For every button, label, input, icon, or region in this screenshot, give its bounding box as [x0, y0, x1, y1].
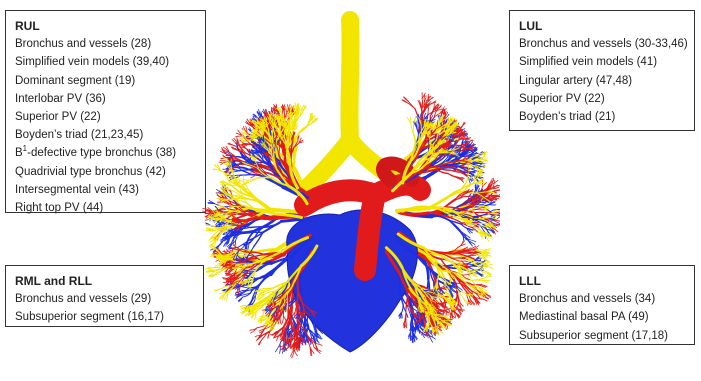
rml-rll-item: Subsuperior segment (16,17) [15, 308, 195, 326]
rul-title: RUL [15, 17, 197, 35]
vessel-branch [239, 170, 250, 171]
lul-title: LUL [519, 17, 686, 35]
lul-item: Boyden’s triad (21) [519, 108, 686, 126]
rul-item: Superior PV (22) [15, 108, 197, 126]
vessel-branch [406, 319, 407, 328]
vessel-branch [241, 175, 252, 176]
rul-item: Bronchus and vessels (28) [15, 35, 197, 53]
rul-item: Right top PV (44) [15, 199, 197, 217]
lul-item: Bronchus and vessels (30-33,46) [519, 35, 686, 53]
lll-title: LLL [519, 272, 686, 290]
vessel-branch [299, 126, 307, 132]
vessel-branch [305, 311, 306, 317]
vessel-branch [307, 316, 308, 327]
rul-box: RUL Bronchus and vessels (28) Simplified… [5, 10, 206, 213]
rml-rll-box: RML and RLL Bronchus and vessels (29) Su… [5, 265, 204, 327]
vessel-branch [284, 105, 285, 112]
vessel-branch [434, 104, 435, 109]
vessel-branch [458, 228, 463, 235]
b1-prefix: B [15, 147, 23, 159]
lll-item: Mediastinal basal PA (49) [519, 308, 686, 326]
vessel-branch [283, 316, 286, 323]
vessel-branch [219, 215, 226, 216]
vessel-branch [275, 344, 280, 352]
b1-text: -defective type bronchus (38) [27, 147, 176, 159]
vessel-branch [484, 249, 491, 250]
lll-box: LLL Bronchus and vessels (34) Mediastina… [509, 265, 695, 345]
vessel-branch [242, 305, 248, 306]
vessel-branch [251, 328, 258, 333]
lul-item: Superior PV (22) [519, 90, 686, 108]
vessel-branch [282, 316, 284, 324]
vessel-branch [472, 270, 477, 271]
vessel-branch [206, 268, 214, 270]
vessel-branch [435, 110, 441, 111]
lung-model-illustration [200, 0, 500, 381]
vessel-branch [250, 227, 263, 228]
rml-rll-title: RML and RLL [15, 272, 195, 290]
vessel-branch [257, 291, 264, 292]
vessel-branch [408, 103, 415, 109]
vessel-branch [469, 274, 472, 278]
vessel-branch [249, 232, 263, 233]
rml-rll-item: Bronchus and vessels (29) [15, 290, 195, 308]
lul-item: Simplified vein models (41) [519, 53, 686, 71]
vessel-branch [402, 213, 429, 214]
vessel-branch [287, 293, 288, 303]
vessel-branch [482, 280, 490, 281]
vessel-branch [273, 300, 274, 306]
vessel-branch [476, 223, 485, 224]
lul-box: LUL Bronchus and vessels (30-33,46) Simp… [509, 10, 695, 131]
lll-item: Bronchus and vessels (34) [519, 290, 686, 308]
rul-item-b1: B1-defective type bronchus (38) [15, 144, 197, 162]
rul-item: Dominant segment (19) [15, 72, 197, 90]
rul-item: Simplified vein models (39,40) [15, 53, 197, 71]
vessel-branch [236, 136, 244, 137]
rul-item: Quadrivial type bronchus (42) [15, 163, 197, 181]
vessel-branch [304, 318, 305, 331]
vessel-branch [497, 192, 500, 197]
rul-item: Intersegmental vein (43) [15, 181, 197, 199]
lll-item: Subsuperior segment (17,18) [519, 327, 686, 345]
vessel-branch [254, 232, 263, 246]
vessel-branch [239, 297, 243, 301]
rul-item: Interlobar PV (36) [15, 90, 197, 108]
vessel-branch [445, 200, 456, 207]
lul-item: Lingular artery (47,48) [519, 72, 686, 90]
vessel-branch [480, 298, 487, 301]
vessel-branch [216, 267, 226, 268]
vessel-branch [462, 261, 468, 262]
vessel-branch [483, 274, 490, 279]
rul-item: Boyden’s triad (21,23,45) [15, 126, 197, 144]
vessel-branch [428, 108, 429, 115]
vessel-branch [462, 274, 472, 276]
